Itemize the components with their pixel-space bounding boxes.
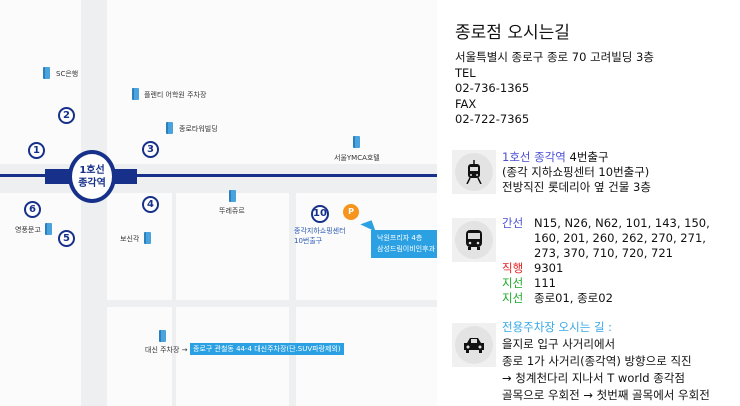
parking-directions: 전용주차장 오시는 길 : 을지로 입구 사거리에서 종로 1가 사거리(종각역…: [502, 319, 710, 404]
label-exit10: 종각지하쇼핑센터: [294, 227, 346, 235]
building-icon: [45, 223, 52, 235]
label-tous: 뚜레쥬르: [219, 207, 245, 215]
fax-number: 02-722-7365: [455, 112, 530, 126]
location-map[interactable]: 1호선 종각역 1 2 3 4 5 6 10 SC은행 플렌티 어학원 주차장 …: [0, 0, 437, 406]
parking-step: 을지로 입구 사거리에서: [502, 337, 616, 351]
tel-label: TEL: [455, 65, 476, 80]
page-title: 종로점 오시는길: [455, 23, 570, 43]
subway-directions: 1호선 종각역 4번출구 (종각 지하쇼핑센터 10번출구) 전방직진 롯데리아…: [502, 150, 651, 195]
building-icon: [166, 122, 173, 134]
exit-2: 2: [58, 107, 75, 124]
bus-routes: 111: [534, 276, 556, 290]
label-plenty: 플렌티 어학원 주차장: [144, 91, 207, 99]
station-jonggak[interactable]: 1호선 종각역: [68, 150, 116, 203]
bus-routes: N15, N26, N62, 101, 143, 150,: [534, 216, 710, 230]
bus-express-label: 직행: [502, 261, 524, 275]
building-icon: [43, 67, 50, 79]
label-daeshin-parking: 대신 주차장 →: [145, 346, 188, 354]
parking-icon[interactable]: P: [343, 204, 359, 220]
contact-info: 서울특별시 종로구 종로 70 고려빌딩 3층 TEL 02-736-1365 …: [455, 50, 654, 128]
building-icon: [132, 88, 139, 100]
station-line: 1호선: [79, 165, 105, 176]
exit-6: 6: [24, 201, 41, 218]
parking-title: 전용주차장 오시는 길 :: [502, 320, 613, 334]
parking-address-box: 종로구 관철동 44-4 대신주차장(단.SUV파랑제외): [190, 343, 344, 355]
parking-step: 골목으로 우회전 → 첫번째 골목에서 우회전: [502, 388, 710, 402]
label-jongno-tower: 종로타워빌딩: [179, 125, 218, 133]
exit-4: 4: [142, 196, 159, 213]
station-name: 종각역: [78, 178, 106, 189]
exit-1: 1: [28, 142, 45, 159]
subway-line-1: [0, 174, 437, 177]
label-youngpoong: 영풍문고: [15, 226, 41, 234]
parking-callout: 낙원프리자 4층 삼성드림이비인후과: [371, 230, 437, 258]
building-icon: [159, 330, 166, 342]
street: [172, 193, 176, 406]
address: 서울특별시 종로구 종로 70 고려빌딩 3층: [455, 50, 654, 64]
label-ymca: 서울YMCA호텔: [334, 154, 380, 162]
street: [107, 300, 437, 307]
label-bosingak: 보신각: [120, 235, 140, 243]
bus-branch-label: 지선: [502, 276, 524, 290]
road-vertical: [81, 0, 107, 406]
tel-number[interactable]: 02-736-1365: [455, 81, 530, 95]
bus-routes: 273, 370, 710, 720, 721: [534, 246, 673, 260]
building-icon: [144, 232, 151, 244]
car-icon: [455, 326, 493, 364]
parking-step: → 청계천다리 지나서 T world 종각점: [502, 371, 685, 385]
subway-detail: (종각 지하쇼핑센터 10번출구): [502, 165, 650, 179]
label-sc-bank: SC은행: [56, 70, 79, 78]
street: [289, 193, 296, 406]
parking-step: 종로 1가 사거리(종각역) 방향으로 직진: [502, 354, 692, 368]
label-exit10-sub: 10번출구: [294, 237, 323, 245]
bus-branch-label: 지선: [502, 291, 524, 305]
train-icon: [455, 153, 493, 191]
exit-3: 3: [142, 141, 159, 158]
subway-exit: 4번출구: [565, 150, 609, 164]
building-icon: [229, 190, 236, 202]
bus-directions: 간선 N15, N26, N62, 101, 143, 150,160, 201…: [502, 216, 710, 306]
bus-routes: 9301: [534, 261, 564, 275]
bus-routes: 160, 201, 260, 262, 270, 271,: [534, 231, 706, 245]
subway-line: 1호선 종각역: [502, 150, 566, 164]
bus-trunk-label: 간선: [502, 216, 524, 230]
callout-line: 삼성드림이비인후과: [377, 245, 435, 253]
callout-line: 낙원프리자 4층: [377, 234, 423, 242]
exit-5: 5: [58, 230, 75, 247]
fax-label: FAX: [455, 96, 477, 111]
building-icon: [353, 136, 360, 148]
bus-icon: [455, 221, 493, 259]
bus-routes: 종로01, 종로02: [534, 291, 613, 305]
exit-10: 10: [311, 205, 329, 223]
subway-detail: 전방직진 롯데리아 옆 건물 3층: [502, 180, 651, 194]
